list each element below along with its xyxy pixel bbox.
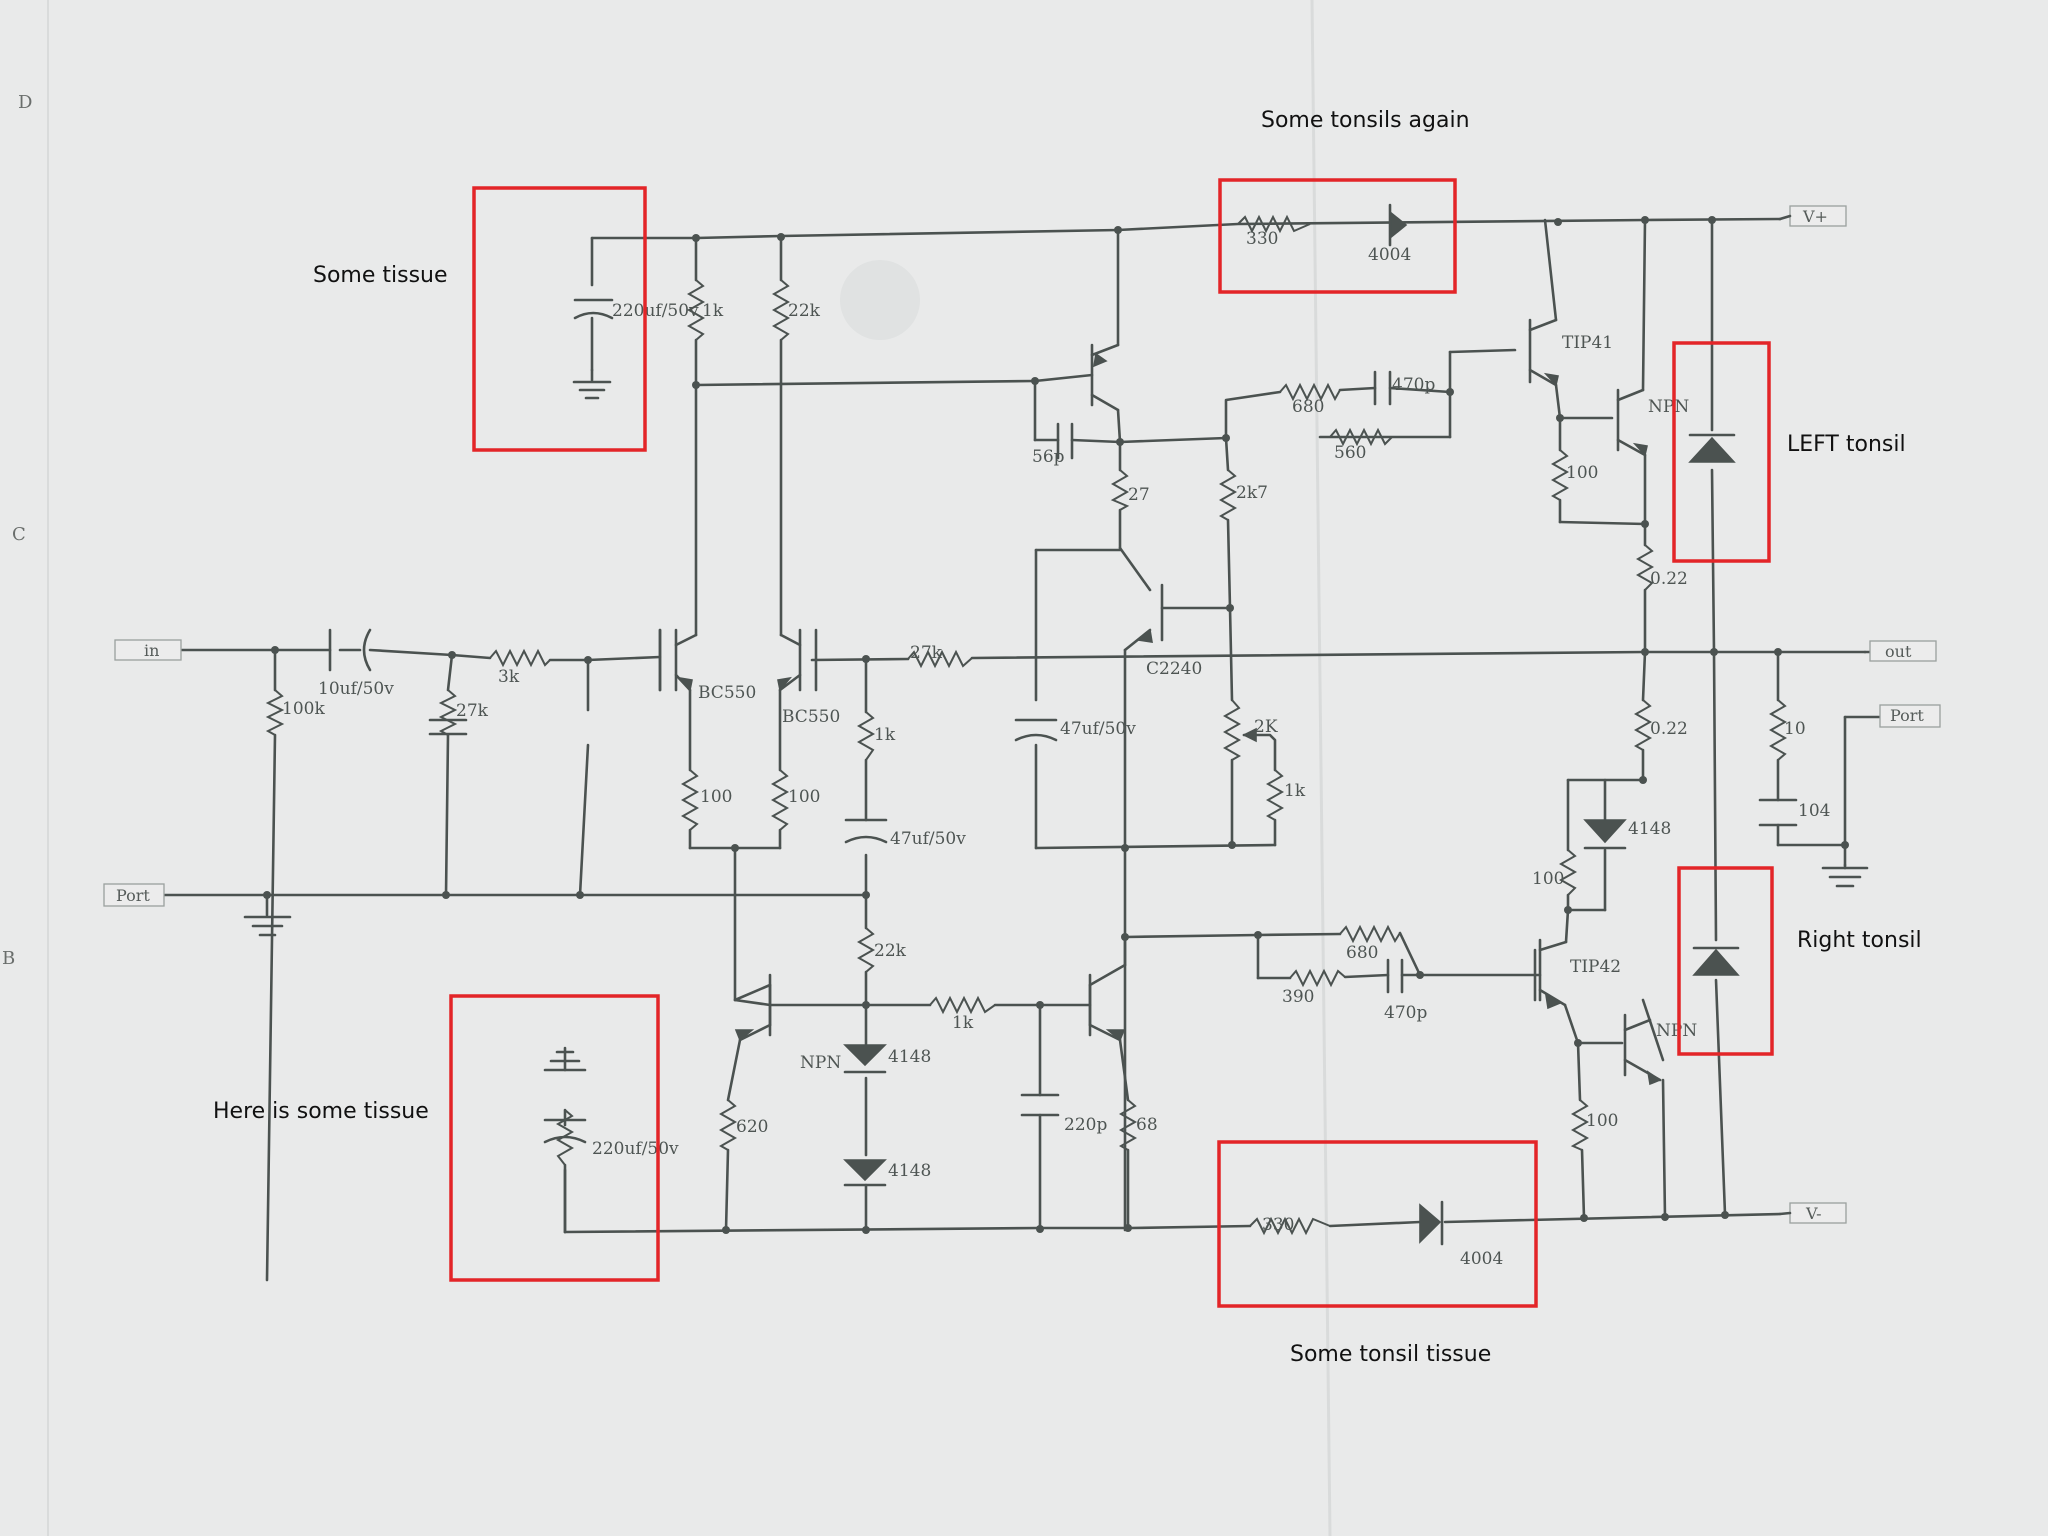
diode-symbols: [843, 203, 1740, 1246]
label-r-620: 620: [736, 1117, 768, 1137]
port-right: Port: [1879, 704, 1941, 728]
annotation-top-center: Some tonsils again: [1261, 108, 1470, 133]
highlight-box-top-left: [472, 186, 647, 452]
label-r-10: 10: [1784, 719, 1806, 739]
wires: [163, 217, 1882, 1282]
label-d-4004-bot: 4004: [1460, 1249, 1503, 1269]
label-r-1k-top: 1k: [702, 301, 724, 321]
label-q-bc550-a: BC550: [698, 683, 756, 703]
highlight-box-top-center: [1218, 178, 1457, 294]
label-r-22k-bot: 22k: [874, 941, 907, 961]
label-d-4148-b: 4148: [888, 1161, 931, 1181]
label-c-220p: 220p: [1064, 1115, 1107, 1135]
label-c-47-mid: 47uf/50v: [1060, 719, 1136, 739]
port-vplus: V+: [1789, 205, 1847, 227]
label-d-4148-a: 4148: [888, 1047, 931, 1067]
edge-mark-c: C: [12, 524, 26, 545]
label-r-680-top: 680: [1292, 397, 1324, 417]
highlight-box-left-tonsil: [1672, 341, 1771, 563]
label-r-3k: 3k: [498, 667, 520, 687]
label-q-tip41: TIP41: [1562, 333, 1613, 353]
annotation-top-left: Some tissue: [313, 263, 448, 288]
label-r-27k-fb: 27k: [910, 643, 943, 663]
label-r-1k-pot: 1k: [1284, 781, 1306, 801]
label-r-680-bot: 680: [1346, 943, 1378, 963]
highlight-box-right-tonsil: [1677, 866, 1774, 1056]
label-r-560: 560: [1334, 443, 1366, 463]
edge-mark-b: B: [2, 948, 15, 969]
annotation-right-tonsil: Right tonsil: [1797, 928, 1922, 953]
label-r-022-bot: 0.22: [1650, 719, 1688, 739]
label-d-4148-c: 4148: [1628, 819, 1671, 839]
label-q-bc550-b: BC550: [782, 707, 840, 727]
port-right-label: Port: [1890, 706, 1924, 725]
label-r-1k-fb: 1k: [874, 725, 896, 745]
label-q-tip42: TIP42: [1570, 957, 1621, 977]
annotation-bottom-center: Some tonsil tissue: [1290, 1342, 1491, 1367]
annotation-left-tonsil: LEFT tonsil: [1787, 432, 1906, 457]
transistor-symbols: [658, 318, 1662, 1086]
label-r-100-b: 100: [788, 787, 820, 807]
label-c-470p-bot: 470p: [1384, 1003, 1427, 1023]
port-out-label: out: [1885, 642, 1912, 661]
label-r-100-npn: 100: [1586, 1111, 1618, 1131]
label-r-100k: 100k: [282, 699, 325, 719]
label-c-104: 104: [1798, 801, 1830, 821]
port-vplus-label: V+: [1802, 207, 1828, 226]
label-r-22k-top: 22k: [788, 301, 821, 321]
capacitor-symbols: [328, 298, 1798, 1144]
ground-symbols: [243, 368, 1869, 1072]
highlight-box-bottom-left: [449, 994, 660, 1282]
label-q-npn-bias: NPN: [800, 1053, 841, 1073]
resistor-symbols: [265, 214, 1788, 1236]
label-r-330-bot: 330: [1262, 1215, 1294, 1235]
port-vminus-label: V-: [1805, 1204, 1822, 1223]
label-q-npn-top: NPN: [1648, 397, 1689, 417]
port-left: Port: [103, 883, 165, 907]
label-c-220-top: 220uf/50v: [612, 301, 699, 321]
port-in: in: [114, 639, 182, 661]
label-r-100-a: 100: [700, 787, 732, 807]
label-d-4004-top: 4004: [1368, 245, 1411, 265]
label-r-27k-in: 27k: [456, 701, 489, 721]
label-r-330-top: 330: [1246, 229, 1278, 249]
label-r-100-tip41: 100: [1566, 463, 1598, 483]
label-r-390: 390: [1282, 987, 1314, 1007]
label-r-68: 68: [1136, 1115, 1158, 1135]
port-in-label: in: [144, 641, 159, 660]
component-labels: 220uf/50v 1k 22k 10uf/50v 100k 27k 3k BC…: [282, 229, 1830, 1269]
paper-folds: [47, 0, 1332, 1536]
label-r-100-tip42: 100: [1532, 869, 1564, 889]
label-c-470p-top: 470p: [1392, 375, 1435, 395]
label-r-022-top: 0.22: [1650, 569, 1688, 589]
label-q-npn-bot: NPN: [1656, 1021, 1697, 1041]
port-vminus: V-: [1789, 1202, 1847, 1224]
port-out: out: [1869, 640, 1937, 662]
label-r-2k: 2K: [1254, 717, 1278, 737]
label-q-c2240: C2240: [1146, 659, 1202, 679]
annotation-bottom-left: Here is some tissue: [213, 1099, 429, 1124]
port-left-label: Port: [116, 886, 150, 905]
junction-dots: [263, 216, 1849, 1234]
label-r-1k-bias: 1k: [952, 1013, 974, 1033]
label-c-10uf: 10uf/50v: [318, 679, 394, 699]
label-r-27: 27: [1128, 485, 1150, 505]
edge-mark-d: D: [18, 92, 32, 113]
highlight-box-bottom-center: [1217, 1140, 1538, 1308]
label-c-56p: 56p: [1032, 447, 1065, 467]
label-r-2k7: 2k7: [1236, 483, 1268, 503]
label-c-47-fb: 47uf/50v: [890, 829, 966, 849]
label-c-220-bot: 220uf/50v: [592, 1139, 679, 1159]
